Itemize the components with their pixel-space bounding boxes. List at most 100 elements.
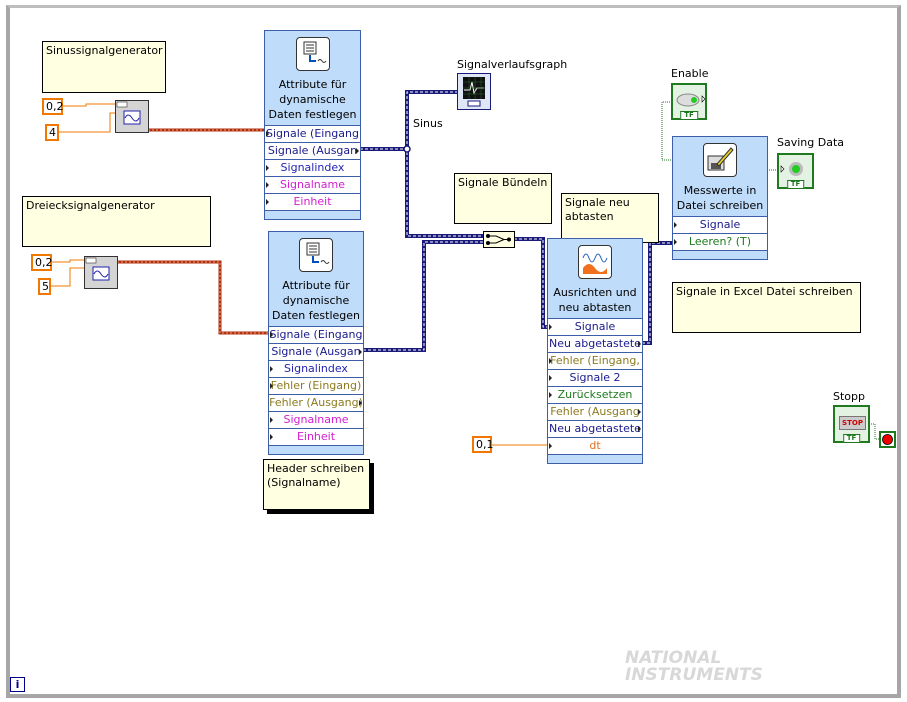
node-terminal-row[interactable]: Signale (Eingang — [269, 326, 363, 343]
const-tri-amplitude[interactable]: 5 — [38, 278, 51, 295]
stop-button-control[interactable]: STOP TF — [833, 405, 870, 443]
input-arrow-icon — [549, 324, 552, 330]
sinus-wire-label: Sinus — [413, 117, 443, 130]
terminal-label: Fehler (Eingang) — [270, 379, 362, 392]
node-terminal-row[interactable]: Neu abgetastete — [548, 420, 642, 437]
const-dt[interactable]: 0,1 — [472, 436, 494, 453]
graph-label: Signalverlaufsgraph — [457, 58, 568, 71]
output-arrow-icon — [638, 341, 641, 347]
wire-resampled — [642, 241, 672, 345]
node-terminal-row[interactable]: Leeren? (T) — [673, 233, 767, 250]
node-terminal-row[interactable]: Signalname — [269, 411, 363, 428]
wire-tri-signal — [117, 260, 268, 335]
set-dynamic-attributes-node-2[interactable]: Attribute für dynamische Daten festlegen… — [268, 231, 364, 455]
national-instruments-logo: NATIONAL INSTRUMENTS — [585, 650, 785, 692]
comment-resample: Signale neu abtasten — [561, 193, 659, 243]
node-terminal-row[interactable]: Signale — [548, 318, 642, 335]
wire-stop — [869, 423, 879, 440]
led-icon — [780, 162, 803, 176]
saving-data-indicator[interactable]: TF — [777, 153, 814, 189]
node-header: Messwerte in Datei schreiben — [673, 143, 767, 216]
output-arrow-icon — [359, 349, 362, 355]
terminal-label: Signalname — [280, 178, 345, 191]
node-terminal-row[interactable]: Neu abgetastete — [548, 335, 642, 352]
enable-control[interactable]: TF — [671, 83, 707, 120]
terminal-label: Neu abgetastete — [549, 337, 641, 350]
node-header: Ausrichten und neu abtasten — [548, 245, 642, 318]
tf-badge: TF — [680, 111, 698, 119]
terminal-label: Signalindex — [284, 362, 348, 375]
info-icon[interactable]: i — [10, 677, 25, 692]
terminal-label: dt — [589, 439, 601, 452]
stop-label: Stopp — [833, 390, 865, 403]
comment-sine-generator: Sinussignalgenerator — [42, 41, 166, 93]
terminal-label: Leeren? (T) — [688, 235, 752, 248]
terminal-label: Signale (Ausgan — [271, 345, 361, 358]
node-terminal-row[interactable]: Fehler (Ausgang) — [269, 394, 363, 411]
input-arrow-icon — [549, 358, 552, 364]
block-diagram-frame — [6, 5, 901, 698]
node-terminal-row[interactable]: Signalindex — [269, 360, 363, 377]
node-terminal-row[interactable]: dt — [548, 437, 642, 454]
const-sine-amplitude[interactable]: 4 — [45, 124, 59, 141]
node-terminal-row[interactable]: Fehler (Eingang, — [548, 352, 642, 369]
terminal-label: Signale — [574, 320, 616, 333]
node-terminal-row[interactable]: Signale (Ausgan — [265, 142, 360, 159]
node-terminal-row[interactable]: Signale (Ausgan — [269, 343, 363, 360]
output-arrow-icon — [359, 400, 362, 406]
triangle-generator-icon[interactable] — [84, 256, 118, 289]
input-arrow-icon — [270, 417, 273, 423]
terminal-label: Neu abgetastete — [549, 422, 641, 435]
loop-condition-terminal[interactable] — [879, 431, 896, 448]
node-terminal-row[interactable]: Signalname — [265, 176, 360, 193]
node-terminal-row[interactable]: Signale — [673, 216, 767, 233]
const-sine-frequency[interactable]: 0,2 — [42, 98, 64, 115]
node-terminal-row[interactable]: Signale 2 — [548, 369, 642, 386]
node-resize-handle[interactable] — [673, 250, 767, 259]
node-title: Messwerte in Datei schreiben — [676, 184, 764, 212]
node-resize-handle[interactable] — [269, 445, 363, 454]
comment-excel: Signale in Excel Datei schreiben — [672, 282, 861, 333]
terminal-label: Einheit — [296, 430, 336, 443]
node-title: Ausrichten und neu abtasten — [553, 286, 637, 314]
sine-generator-icon[interactable] — [115, 100, 149, 133]
node-terminal-row[interactable]: Signalindex — [265, 159, 360, 176]
wire-tri-amp — [50, 267, 84, 287]
comment-triangle-generator: Dreiecksignalgenerator — [22, 196, 211, 247]
node-header: Attribute für dynamische Daten festlegen — [265, 37, 360, 125]
input-arrow-icon — [266, 165, 269, 171]
node-function-icon — [578, 245, 612, 279]
input-arrow-icon — [266, 199, 269, 205]
wire-triangle — [363, 240, 483, 352]
input-arrow-icon — [266, 182, 269, 188]
const-tri-frequency[interactable]: 0,2 — [31, 254, 53, 271]
node-terminal-row[interactable]: Zurücksetzen — [548, 386, 642, 403]
stop-if-true-icon — [882, 434, 893, 445]
wire-sine-amp — [58, 112, 115, 133]
terminal-label: Signalname — [283, 413, 349, 426]
input-arrow-icon — [270, 383, 273, 389]
set-dynamic-attributes-node-1[interactable]: Attribute für dynamische Daten festlegen… — [264, 30, 361, 220]
node-terminal-row[interactable]: Fehler (Ausgang — [548, 403, 642, 420]
input-arrow-icon — [270, 434, 273, 440]
input-arrow-icon — [266, 131, 269, 137]
terminal-label: Fehler (Eingang, — [550, 354, 640, 367]
bundle-signals-node[interactable] — [483, 231, 515, 248]
node-function-icon — [703, 143, 737, 177]
stop-button[interactable]: STOP — [839, 416, 866, 430]
node-resize-handle[interactable] — [548, 454, 642, 463]
toggle-switch-icon — [676, 93, 706, 107]
comment-header: Header schreiben (Signalname) — [263, 459, 370, 510]
node-terminal-row[interactable]: Einheit — [269, 428, 363, 445]
node-terminal-row[interactable]: Signale (Eingang — [265, 125, 360, 142]
node-resize-handle[interactable] — [265, 210, 360, 219]
wire-tri-freq — [51, 259, 84, 263]
node-terminal-row[interactable]: Fehler (Eingang) — [269, 377, 363, 394]
input-arrow-icon — [674, 239, 677, 245]
node-terminal-row[interactable]: Einheit — [265, 193, 360, 210]
logo-text: NATIONAL INSTRUMENTS — [625, 648, 763, 685]
waveform-graph-terminal[interactable] — [457, 73, 491, 110]
